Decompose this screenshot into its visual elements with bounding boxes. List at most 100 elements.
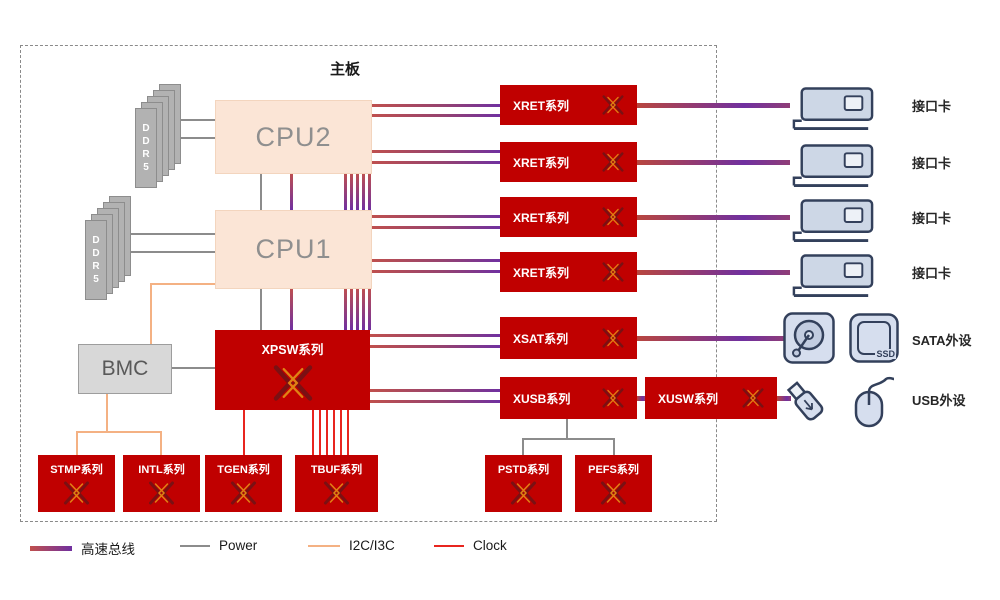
- chip-logo-icon: [60, 480, 93, 506]
- cpu1-label: CPU1: [255, 234, 332, 264]
- ddr5-label-text: DDR5: [142, 123, 150, 173]
- bus-line: [370, 226, 500, 229]
- chip-xusw-label: XUSW系列: [658, 391, 719, 406]
- ddr5-module: [85, 220, 107, 300]
- legend-i2c-swatch: [308, 544, 340, 547]
- interface-card-label: 接口卡: [912, 99, 952, 114]
- power-line: [260, 172, 262, 210]
- interface-card-label: 接口卡: [912, 156, 952, 171]
- interface-card-label: 接口卡: [912, 266, 952, 281]
- chip-logo-icon: [320, 480, 353, 506]
- clock-line: [347, 410, 349, 455]
- legend-bus-label: 高速总线: [81, 542, 135, 557]
- bus-line-v: [368, 172, 371, 210]
- legend-bus: 高速总线: [30, 538, 135, 558]
- i2c-line: [150, 283, 152, 344]
- sata-devices-label: SATA外设: [912, 333, 972, 348]
- chip-logo-icon: [507, 480, 540, 506]
- chip-pstd-label: PSTD系列: [497, 464, 550, 476]
- legend-i2c: I2C/I3C: [308, 538, 395, 553]
- clock-line: [243, 410, 245, 455]
- clock-line: [319, 410, 321, 455]
- chip-tbuf: TBUF系列: [295, 455, 378, 512]
- chip-xret-3: XRET系列: [500, 197, 637, 237]
- chip-xsat: XSAT系列: [500, 317, 637, 359]
- bus-line-v: [362, 172, 365, 210]
- bus-line-v: [362, 287, 365, 330]
- power-line: [522, 438, 524, 455]
- i2c-line: [106, 392, 108, 431]
- motherboard-title: 主板: [329, 61, 360, 78]
- bus-line-v: [290, 172, 293, 210]
- ddr5-module: [135, 108, 157, 188]
- power-line: [522, 438, 614, 440]
- legend-i2c-label: I2C/I3C: [349, 538, 395, 553]
- power-line: [260, 287, 262, 330]
- chip-logo-icon: [597, 480, 630, 506]
- legend-power: Power: [180, 538, 257, 553]
- ssd-badge: SSD: [875, 349, 896, 359]
- chip-logo-icon: [599, 94, 627, 116]
- power-line: [613, 438, 615, 455]
- power-line: [181, 119, 215, 121]
- chip-logo-icon: [227, 480, 260, 506]
- bus-line-v: [368, 287, 371, 330]
- clock-line: [340, 410, 342, 455]
- chip-xsat-label: XSAT系列: [513, 331, 569, 346]
- usb-devices-label: USB外设: [912, 393, 966, 408]
- chip-logo-icon: [268, 363, 318, 403]
- cpu1-block: CPU1: [215, 210, 372, 289]
- chip-tgen: TGEN系列: [205, 455, 282, 512]
- bus-line: [370, 161, 500, 164]
- interface-card-icon: [790, 252, 876, 300]
- chip-xret-4: XRET系列: [500, 252, 637, 292]
- legend-power-label: Power: [219, 538, 258, 553]
- bus-line-thick: [637, 103, 790, 108]
- hard-disk-icon: [782, 311, 836, 365]
- ddr5-stack-cpu1: DDR5: [85, 196, 131, 300]
- bus-line-thick: [637, 336, 787, 341]
- chip-intl-label: INTL系列: [138, 464, 185, 476]
- interface-card-icon: [790, 85, 876, 133]
- legend-clock: Clock: [434, 538, 507, 553]
- mouse-icon: [842, 376, 896, 430]
- chip-xret-label: XRET系列: [513, 210, 570, 225]
- chip-pefs-label: PEFS系列: [588, 464, 639, 476]
- bus-line: [370, 345, 500, 348]
- chip-logo-icon: [599, 261, 627, 283]
- bus-line: [370, 400, 500, 403]
- bus-line: [370, 104, 500, 107]
- legend-bus-swatch: [30, 545, 72, 551]
- chip-xret-label: XRET系列: [513, 155, 570, 170]
- chip-xret-label: XRET系列: [513, 265, 570, 280]
- chip-pefs: PEFS系列: [575, 455, 652, 512]
- ddr5-stack-cpu2: DDR5: [135, 84, 181, 188]
- chip-xusb-label: XUSB系列: [513, 391, 571, 406]
- power-line: [181, 137, 215, 139]
- chip-xusb: XUSB系列: [500, 377, 637, 419]
- ssd-icon: SSD: [848, 312, 900, 364]
- i2c-line: [76, 431, 78, 455]
- i2c-line: [160, 431, 162, 455]
- motherboard-boundary: [20, 45, 717, 522]
- ddr5-label: DDR5: [85, 220, 107, 300]
- clock-line: [326, 410, 328, 455]
- bus-line: [370, 259, 500, 262]
- bus-line: [370, 389, 500, 392]
- bus-line-v: [344, 172, 347, 210]
- power-line: [131, 233, 215, 235]
- chip-logo-icon: [145, 480, 178, 506]
- power-line: [131, 251, 215, 253]
- chip-pstd: PSTD系列: [485, 455, 562, 512]
- bus-line: [370, 114, 500, 117]
- chip-intl: INTL系列: [123, 455, 200, 512]
- bus-line-v: [350, 287, 353, 330]
- ddr5-label: DDR5: [135, 108, 157, 188]
- chip-logo-icon: [599, 327, 627, 349]
- chip-stmp: STMP系列: [38, 455, 115, 512]
- chip-xret-label: XRET系列: [513, 98, 570, 113]
- chip-xret-2: XRET系列: [500, 142, 637, 182]
- interface-card-label: 接口卡: [912, 211, 952, 226]
- clock-line: [312, 410, 314, 455]
